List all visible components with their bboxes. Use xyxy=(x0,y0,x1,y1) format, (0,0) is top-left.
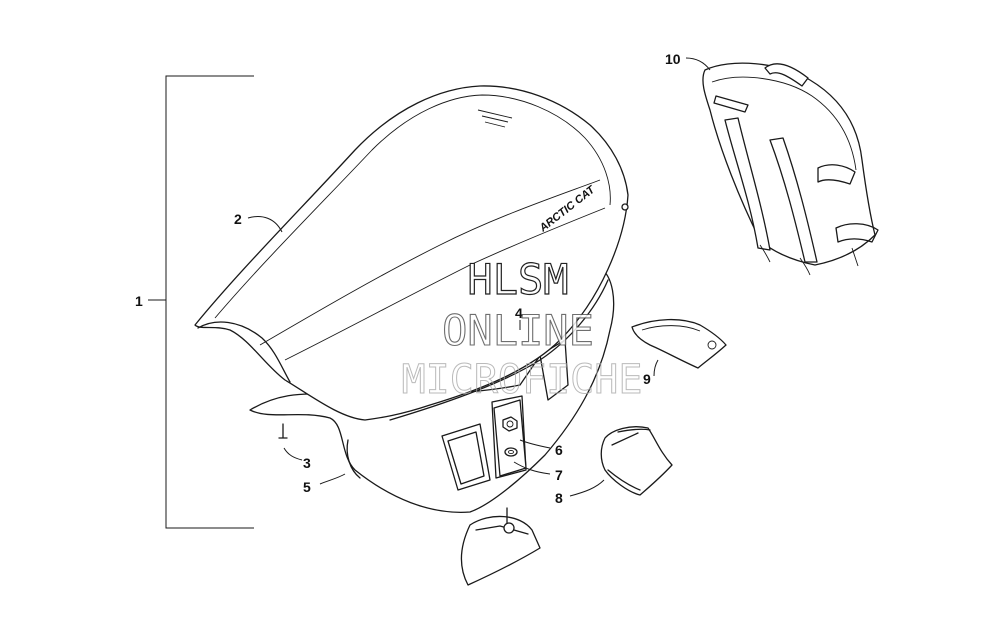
callout-3: 3 xyxy=(303,455,311,471)
plate-part xyxy=(631,318,727,369)
callout-5: 5 xyxy=(303,479,311,495)
callout-6: 6 xyxy=(555,442,563,458)
watermark-line1: HLSM xyxy=(467,255,568,304)
callout-labels: 1 2 3 4 5 6 7 8 9 10 xyxy=(135,51,681,506)
strap-part xyxy=(600,426,673,496)
assembly-bracket xyxy=(148,75,254,529)
watermark: HLSM ONLINE MICROFICHE xyxy=(401,254,643,403)
watermark-line2: ONLINE xyxy=(442,306,594,355)
fastener-parts xyxy=(493,399,527,477)
seat-bag-part xyxy=(702,62,879,276)
callout-10: 10 xyxy=(665,51,681,67)
callout-7: 7 xyxy=(555,467,563,483)
callout-4: 4 xyxy=(515,305,523,321)
callout-1: 1 xyxy=(135,293,143,309)
leader-lines xyxy=(247,57,711,497)
callout-9: 9 xyxy=(643,371,651,387)
seat-part: ARCTIC CAT xyxy=(194,85,629,421)
callout-2: 2 xyxy=(234,211,242,227)
watermark-line3: MICROFICHE xyxy=(402,357,643,403)
callout-8: 8 xyxy=(555,490,563,506)
clip-part xyxy=(278,423,288,439)
